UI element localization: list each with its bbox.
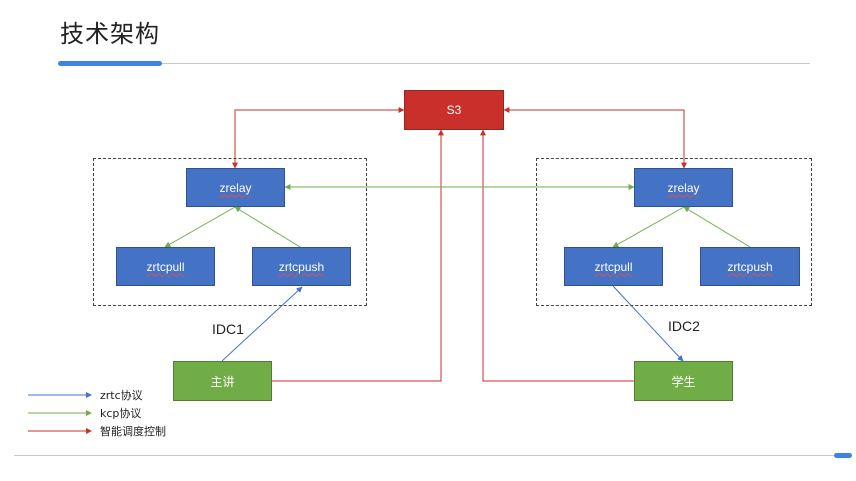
legend-item-zrtc: zrtc协议 [28, 388, 143, 402]
title-divider [60, 63, 810, 64]
control-link-s3-idc2-zrelay [503, 107, 687, 169]
legend-label-kcp: kcp协议 [100, 407, 142, 420]
host-label: 主讲 [210, 374, 235, 389]
idc2-zrtcpush-node[interactable]: zrtcpush [700, 247, 800, 286]
legend-arrow-zrtc [28, 392, 92, 398]
footer-divider [14, 455, 836, 456]
s3-node[interactable]: S3 [404, 90, 504, 130]
legend-arrow-kcp [28, 410, 92, 416]
idc2-group [536, 158, 812, 306]
student-label: 学生 [671, 374, 696, 389]
page-title: 技术架构 [60, 20, 160, 48]
kcp-link-idc2-push-zrelay [683, 206, 751, 248]
idc2-label: IDC2 [668, 318, 700, 334]
idc1-zrtcpush-node[interactable]: zrtcpush [252, 247, 351, 286]
idc1-zrelay-node[interactable]: zrelay [186, 168, 285, 207]
kcp-link-idc1-zrelay-pull [164, 206, 236, 248]
title-accent-bar [58, 61, 162, 66]
legend-label-zrtc: zrtc协议 [100, 389, 143, 402]
idc2-zrelay-node[interactable]: zrelay [634, 168, 733, 207]
host-node[interactable]: 主讲 [173, 361, 272, 401]
legend-label-control: 智能调度控制 [100, 425, 166, 438]
legend-item-control: 智能调度控制 [28, 424, 166, 438]
legend-arrow-control [28, 428, 92, 434]
idc1-zrtcpull-label: zrtcpull [146, 259, 185, 274]
footer-accent-bar [834, 453, 852, 458]
idc1-zrtcpull-node[interactable]: zrtcpull [116, 247, 215, 286]
zrtc-link-pull-student [612, 285, 684, 362]
control-link-student-s3 [480, 129, 634, 382]
idc2-zrelay-label: zrelay [667, 180, 700, 195]
s3-label: S3 [446, 103, 462, 117]
idc2-zrtcpull-node[interactable]: zrtcpull [564, 247, 663, 286]
idc1-zrelay-label: zrelay [219, 180, 252, 195]
idc2-zrtcpush-label: zrtcpush [727, 259, 773, 274]
control-link-host-s3 [272, 129, 444, 382]
idc1-zrtcpush-label: zrtcpush [278, 259, 325, 274]
zrtc-link-host-push [221, 286, 303, 362]
idc1-label: IDC1 [212, 321, 244, 337]
control-link-s3-idc1-zrelay [232, 107, 405, 169]
kcp-link-idc1-push-zrelay [234, 206, 301, 248]
idc2-zrtcpull-label: zrtcpull [594, 259, 633, 274]
kcp-link-idc2-zrelay-pull [612, 206, 685, 248]
student-node[interactable]: 学生 [634, 361, 733, 401]
legend-item-kcp: kcp协议 [28, 406, 141, 420]
idc1-group [93, 158, 367, 306]
